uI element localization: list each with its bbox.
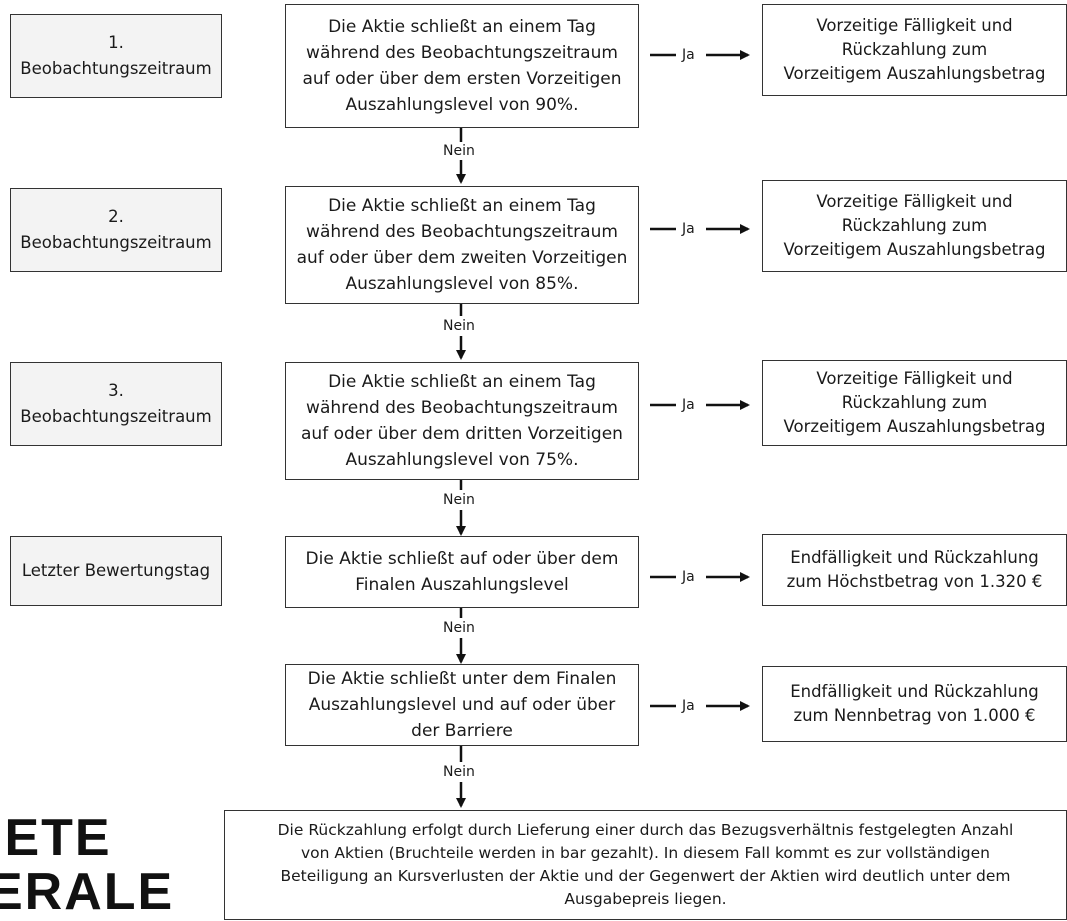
period-box-3: 3. Beobachtungszeitraum [10,362,222,446]
outcome-box-5: Endfälligkeit und Rückzahlung zum Nennbe… [762,666,1067,742]
final-outcome-box: Die Rückzahlung erfolgt durch Lieferung … [224,810,1067,920]
yes-label-1: Ja [680,47,697,63]
condition-box-3: Die Aktie schließt an einem Tag während … [285,362,639,480]
condition-box-2: Die Aktie schließt an einem Tag während … [285,186,639,304]
condition-box-1: Die Aktie schließt an einem Tag während … [285,4,639,128]
condition-box-4: Die Aktie schließt auf oder über dem Fin… [285,536,639,608]
period-box-1: 1. Beobachtungszeitraum [10,14,222,98]
no-label-1: Nein [441,143,477,159]
logo-line-2: ERALE [0,863,175,921]
no-label-5: Nein [441,764,477,780]
brand-logo: IETE ERALE [0,812,174,918]
outcome-box-3: Vorzeitige Fälligkeit und Rückzahlung zu… [762,360,1067,446]
period-box-2: 2. Beobachtungszeitraum [10,188,222,272]
logo-line-1: IETE [0,809,112,867]
no-label-3: Nein [441,492,477,508]
no-label-2: Nein [441,318,477,334]
yes-label-5: Ja [680,698,697,714]
outcome-box-1: Vorzeitige Fälligkeit und Rückzahlung zu… [762,4,1067,96]
condition-box-5: Die Aktie schließt unter dem Finalen Aus… [285,664,639,746]
period-box-4: Letzter Bewertungstag [10,536,222,606]
outcome-box-2: Vorzeitige Fälligkeit und Rückzahlung zu… [762,180,1067,272]
yes-label-3: Ja [680,397,697,413]
outcome-box-4: Endfälligkeit und Rückzahlung zum Höchst… [762,534,1067,606]
no-label-4: Nein [441,620,477,636]
yes-label-2: Ja [680,221,697,237]
yes-label-4: Ja [680,569,697,585]
